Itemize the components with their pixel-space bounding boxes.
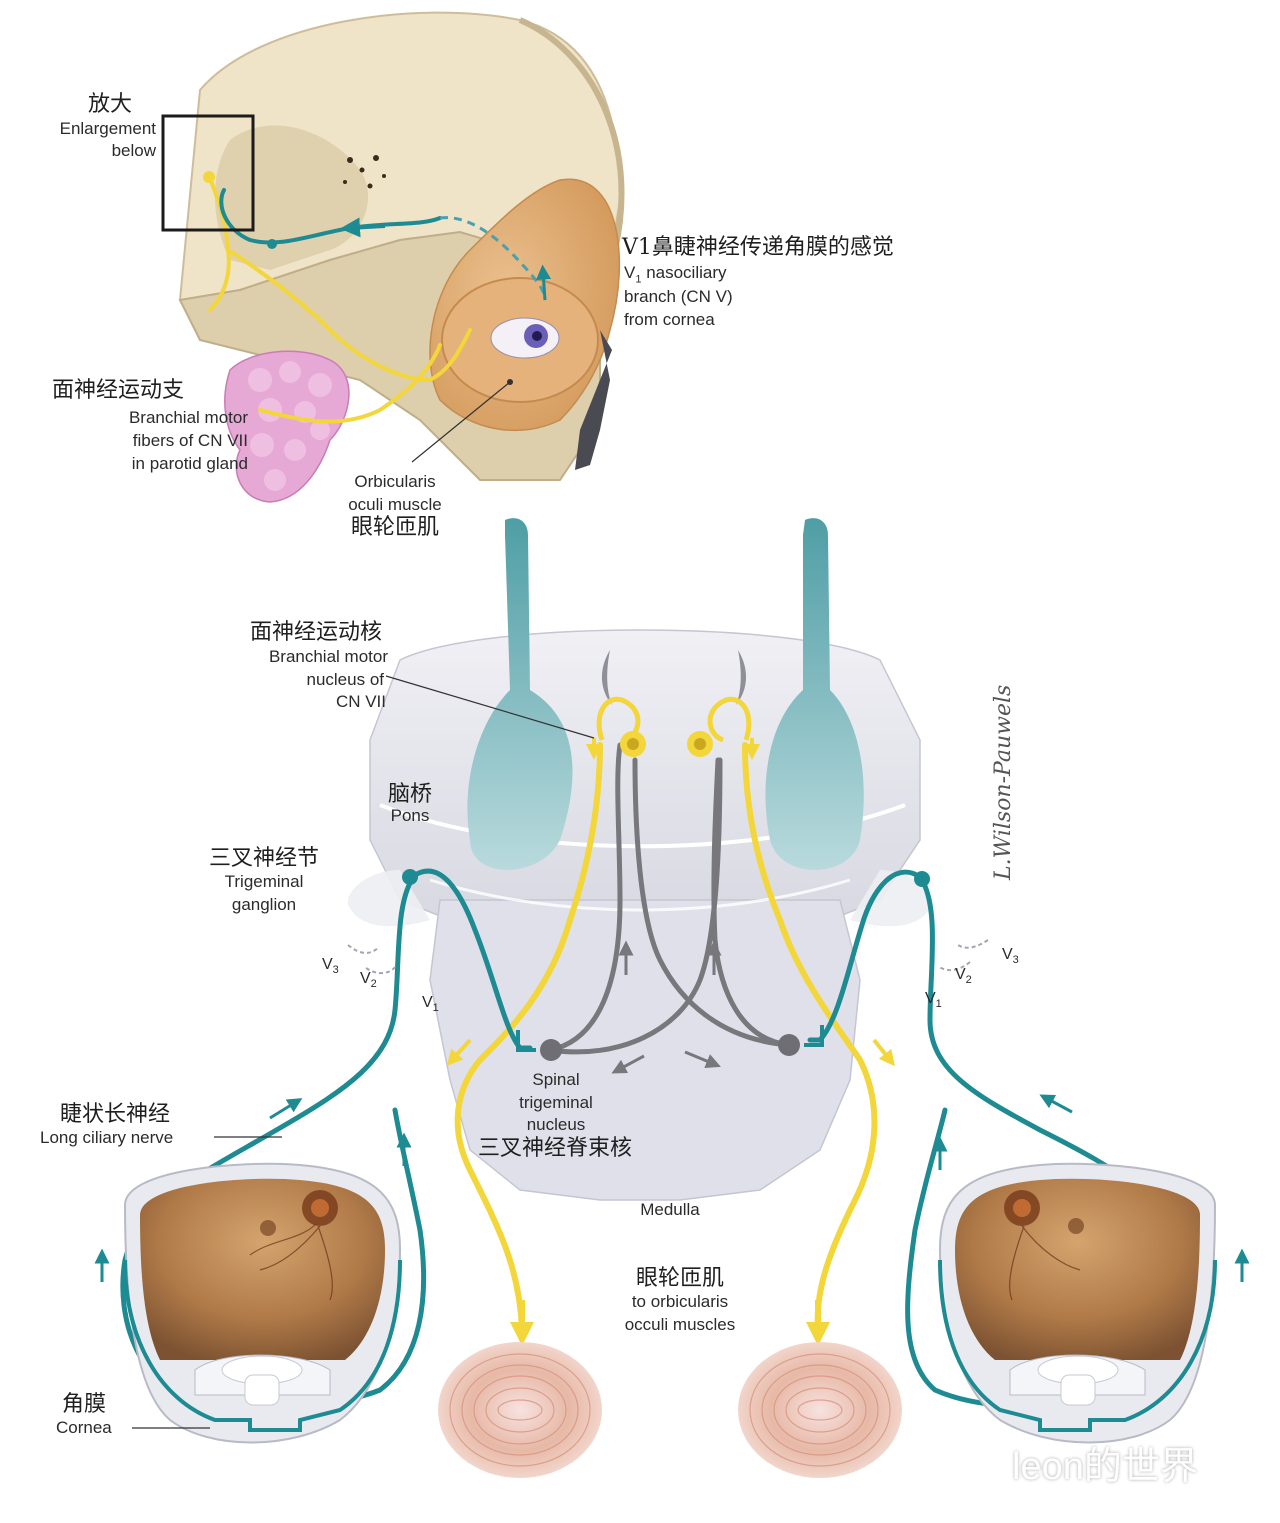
orbicularis-label-en-1: Orbicularis [354,472,436,491]
cornea-nerve-right [938,1259,1217,1432]
watermark-text: leon的世界 [1012,1446,1198,1488]
v1-nasociliary-label-zh: V1鼻睫神经传递角膜的感觉 [622,235,894,260]
facial-nerve-ganglion-head [203,171,215,183]
eye-right [938,1162,1217,1444]
trigeminal-ganglion-label-en-1: Trigeminal [224,872,304,891]
trigeminal-ganglion-label-en-2: ganglion [231,895,297,914]
facial-motor-nucleus-right [687,696,752,757]
parotid-lobules [248,361,332,491]
facial-efferent-right [742,742,878,1333]
to-orbicularis-label-en-1: to orbicularis [631,1292,729,1311]
facial-nucleus-label-zh: 面神经运动核 [249,620,382,645]
to-orbicularis-label-en-2: occuli muscles [624,1315,736,1334]
facial-motor-label-zh: 面神经运动支 [52,378,185,403]
afferent-arrow-right [684,1050,721,1069]
artist-signature: L.Wilson-Pauwels [991,685,1016,881]
spinal-trigeminal-nucleus-right [778,1034,800,1056]
to-orbicularis-label-zh: 眼轮匝肌 [635,1266,724,1291]
cranial-column-left [467,518,573,870]
pons-label-zh: 脑桥 [387,782,432,807]
v1-label-left: V1 [422,994,439,1015]
leader-lines [132,675,595,1429]
nose-profile [575,330,612,470]
ciliary-arrows [94,1094,1250,1282]
spinal-trigeminal-label-en-1: Spinal [532,1070,580,1089]
v2-v3-fibers [347,939,989,974]
facial-efferent-left [454,742,603,1333]
long-ciliary-nerve-label-en: Long ciliary nerve [40,1128,174,1147]
v1-arrow-eye [536,264,552,301]
facial-motor-label-en-3: in parotid gland [131,454,248,473]
skull-edge [518,17,625,251]
trigeminal-ganglion-label-zh: 三叉神经节 [208,846,319,871]
spinal-trigeminal-label-en-2: trigeminal [519,1093,593,1112]
facial-nerve-head [208,176,472,424]
cranial-column-right [765,518,864,870]
pons-band-2 [429,878,851,912]
v1-nasociliary-label-en-2: branch (CN V) [624,287,733,306]
v1-nasociliary-label-en-1: V1 nasociliary [624,263,727,286]
enlargement-label-en-1: Enlargement [59,119,156,138]
orbicularis-leader-line [411,381,511,463]
facial-motor-nucleus-left [596,696,646,757]
fourth-ventricle-left [601,650,612,705]
terminal-right [804,1025,824,1047]
spinal-trigeminal-nucleus-left [540,1039,562,1061]
medulla [429,899,861,1201]
v1-arrow-head [340,217,386,238]
trigeminal-root-left [347,870,430,927]
facial-nucleus-label-en-1: Branchial motor [268,647,388,666]
facial-nucleus-label-en-2: nucleus of [306,670,385,689]
skull-illustration [161,11,625,503]
v2-label-left: V2 [360,970,377,991]
foramina-dots [343,155,386,189]
orbicularis-leader-dot [507,379,513,385]
pons-label-en: Pons [390,806,430,825]
orbicularis-muscle-right [738,1342,902,1478]
trigeminal-nerve-head [219,188,442,245]
orbicularis-label-en-2: oculi muscle [348,495,442,514]
enlargement-label-en-2: below [111,141,156,160]
facial-motor-label-en-2: fibers of CN VII [132,431,248,450]
enlargement-label-zh: 放大 [88,92,133,117]
cornea-label-en: Cornea [56,1418,112,1437]
trigeminal-ganglion-right [914,871,930,887]
trigeminal-ganglion-head [267,239,277,249]
orbicularis-muscle-left [438,1342,602,1478]
v1-label-right: V1 [925,990,942,1011]
v3-label-left: V3 [322,956,339,977]
v3-label-right: V3 [1002,946,1019,967]
spinal-trigeminal-label-en-3: nucleus [526,1115,586,1134]
trigeminal-ganglion-left [402,869,418,885]
v1-nasociliary-label-en-3: from cornea [624,310,715,329]
afferent-arrow-left [611,1054,645,1074]
interneuron-paths [547,742,793,1055]
terminal-left [516,1030,536,1052]
cornea-nerve-left [123,1259,402,1432]
facial-motor-label-en-1: Branchial motor [128,408,248,427]
enlargement-box [161,114,255,232]
v1-dashed-path [439,216,547,301]
long-ciliary-nerve-label-zh: 睫状长神经 [60,1102,171,1127]
cornea-label-zh: 角膜 [62,1392,107,1417]
eye-left [123,1162,402,1444]
spinal-trigeminal-label-zh: 三叉神经脊束核 [478,1136,633,1161]
facial-branch-arrow-right [872,1038,895,1067]
facial-nucleus-label-en-3: CN VII [335,692,386,711]
medulla-label: Medulla [640,1200,700,1219]
v2-label-right: V2 [955,966,972,987]
trigeminal-root-right [850,870,933,927]
orbicularis-label-zh: 眼轮匝肌 [350,515,439,540]
pupil [532,331,542,341]
fourth-ventricle-right [736,650,747,705]
facial-branch-arrow-left [446,1038,472,1066]
